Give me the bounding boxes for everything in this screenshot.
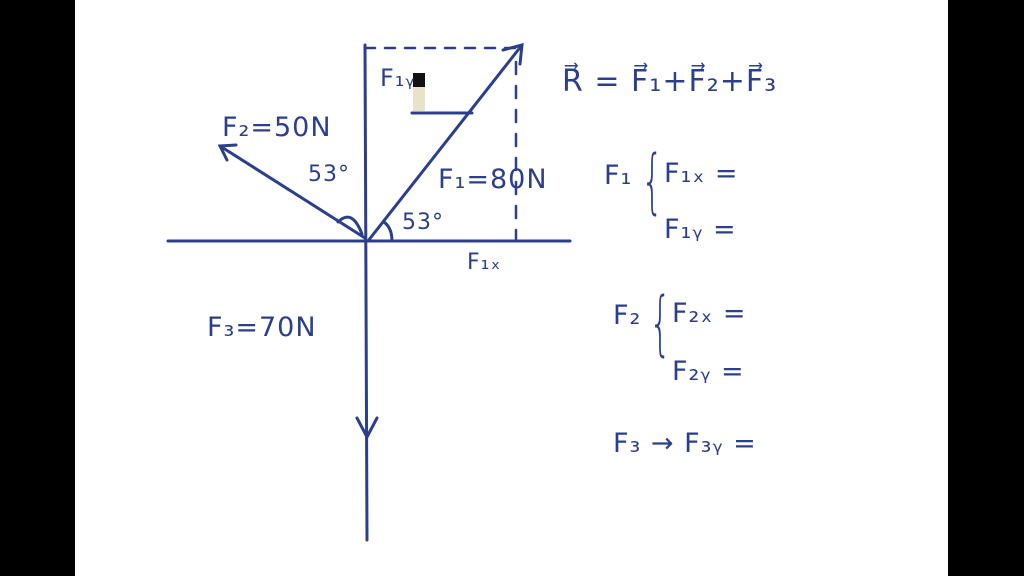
f2-angle-arc xyxy=(336,215,364,236)
f1-label: F₁=80N xyxy=(438,164,548,195)
f1-vector xyxy=(366,43,524,243)
f3-equation: F₃ → F₃ᵧ = xyxy=(613,428,757,459)
f2y-equation: F₂ᵧ = xyxy=(672,356,745,387)
f2-vector xyxy=(218,144,367,240)
f2-label: F₂=50N xyxy=(222,112,332,143)
brace-icon: { xyxy=(641,140,664,222)
f2x-equation: F₂ₓ = xyxy=(672,298,747,329)
f1-angle-arc xyxy=(382,220,394,243)
pen-cursor-icon xyxy=(413,73,425,113)
y-axis xyxy=(363,43,369,542)
f1x-equation: F₁ₓ = xyxy=(664,158,739,189)
f2-arrowhead xyxy=(217,143,238,162)
whiteboard xyxy=(75,0,948,576)
f3-arrowhead xyxy=(355,416,379,441)
f1-angle-label: 53° xyxy=(402,210,444,235)
f3-label: F₃=70N xyxy=(207,312,317,343)
brace-icon: { xyxy=(649,282,672,364)
f1y-label: F₁ᵧ xyxy=(380,64,416,92)
resultant-equation: R⃗ = F⃗₁+F⃗₂+F⃗₃ xyxy=(562,64,778,99)
f2-component-label: F₂ xyxy=(613,300,642,331)
f1x-label: F₁ₓ xyxy=(467,250,502,275)
f2-angle-label: 53° xyxy=(308,162,350,187)
f1-component-label: F₁ xyxy=(604,160,633,191)
f1y-equation: F₁ᵧ = xyxy=(664,214,737,245)
